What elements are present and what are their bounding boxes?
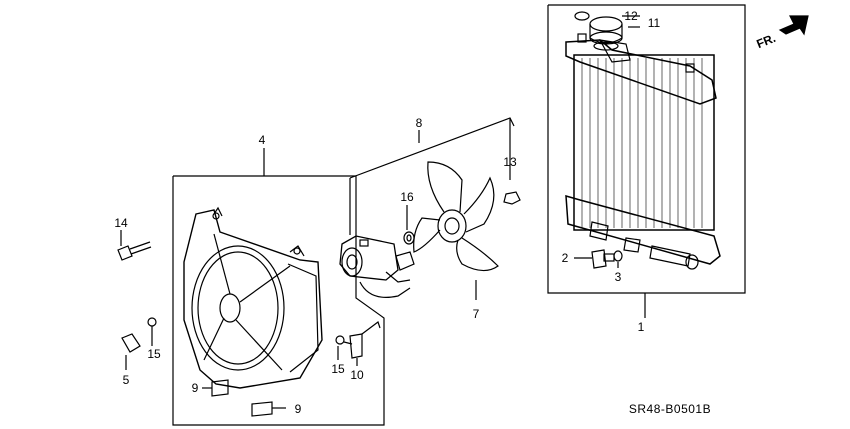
callout-1: 1 [638,320,645,334]
fan-motor-icon [339,235,415,298]
callout-8: 8 [416,116,423,130]
forward-arrow-icon [778,15,809,36]
clip-icon [121,333,141,353]
bolt-icon [117,241,152,261]
callout-3: 3 [615,270,622,284]
radiator-group-frame [547,4,746,294]
fan-blade-icon [413,161,499,272]
callout-16: 16 [400,190,414,204]
drain-plug-icon [591,249,615,269]
nut-icon [403,231,415,245]
callout-11: 11 [648,16,661,30]
radiator-icon [565,33,721,270]
callout-4: 4 [259,133,266,147]
nut-icon-2 [503,191,521,205]
diagram-code: SR48-B0501B [629,402,711,416]
callout-9-left: 9 [192,381,199,395]
clip-9-icon [211,379,273,417]
callout-15-right: 15 [331,362,345,376]
callout-7: 7 [473,307,480,321]
callout-9-right: 9 [295,402,302,416]
callout-12: 12 [624,9,638,23]
callout-14: 14 [114,216,128,230]
radiator-cap-icon [574,11,623,51]
forward-marker-label: FR. [754,31,777,51]
bracket-icon [349,321,381,359]
callout-2: 2 [562,251,569,265]
fan-shroud-icon [183,206,323,389]
screw-icon [147,317,157,338]
callout-10: 10 [350,368,364,382]
callout-5: 5 [123,373,130,387]
callout-13: 13 [503,155,517,169]
callout-15-left: 15 [147,347,161,361]
washer-icon [613,250,623,262]
